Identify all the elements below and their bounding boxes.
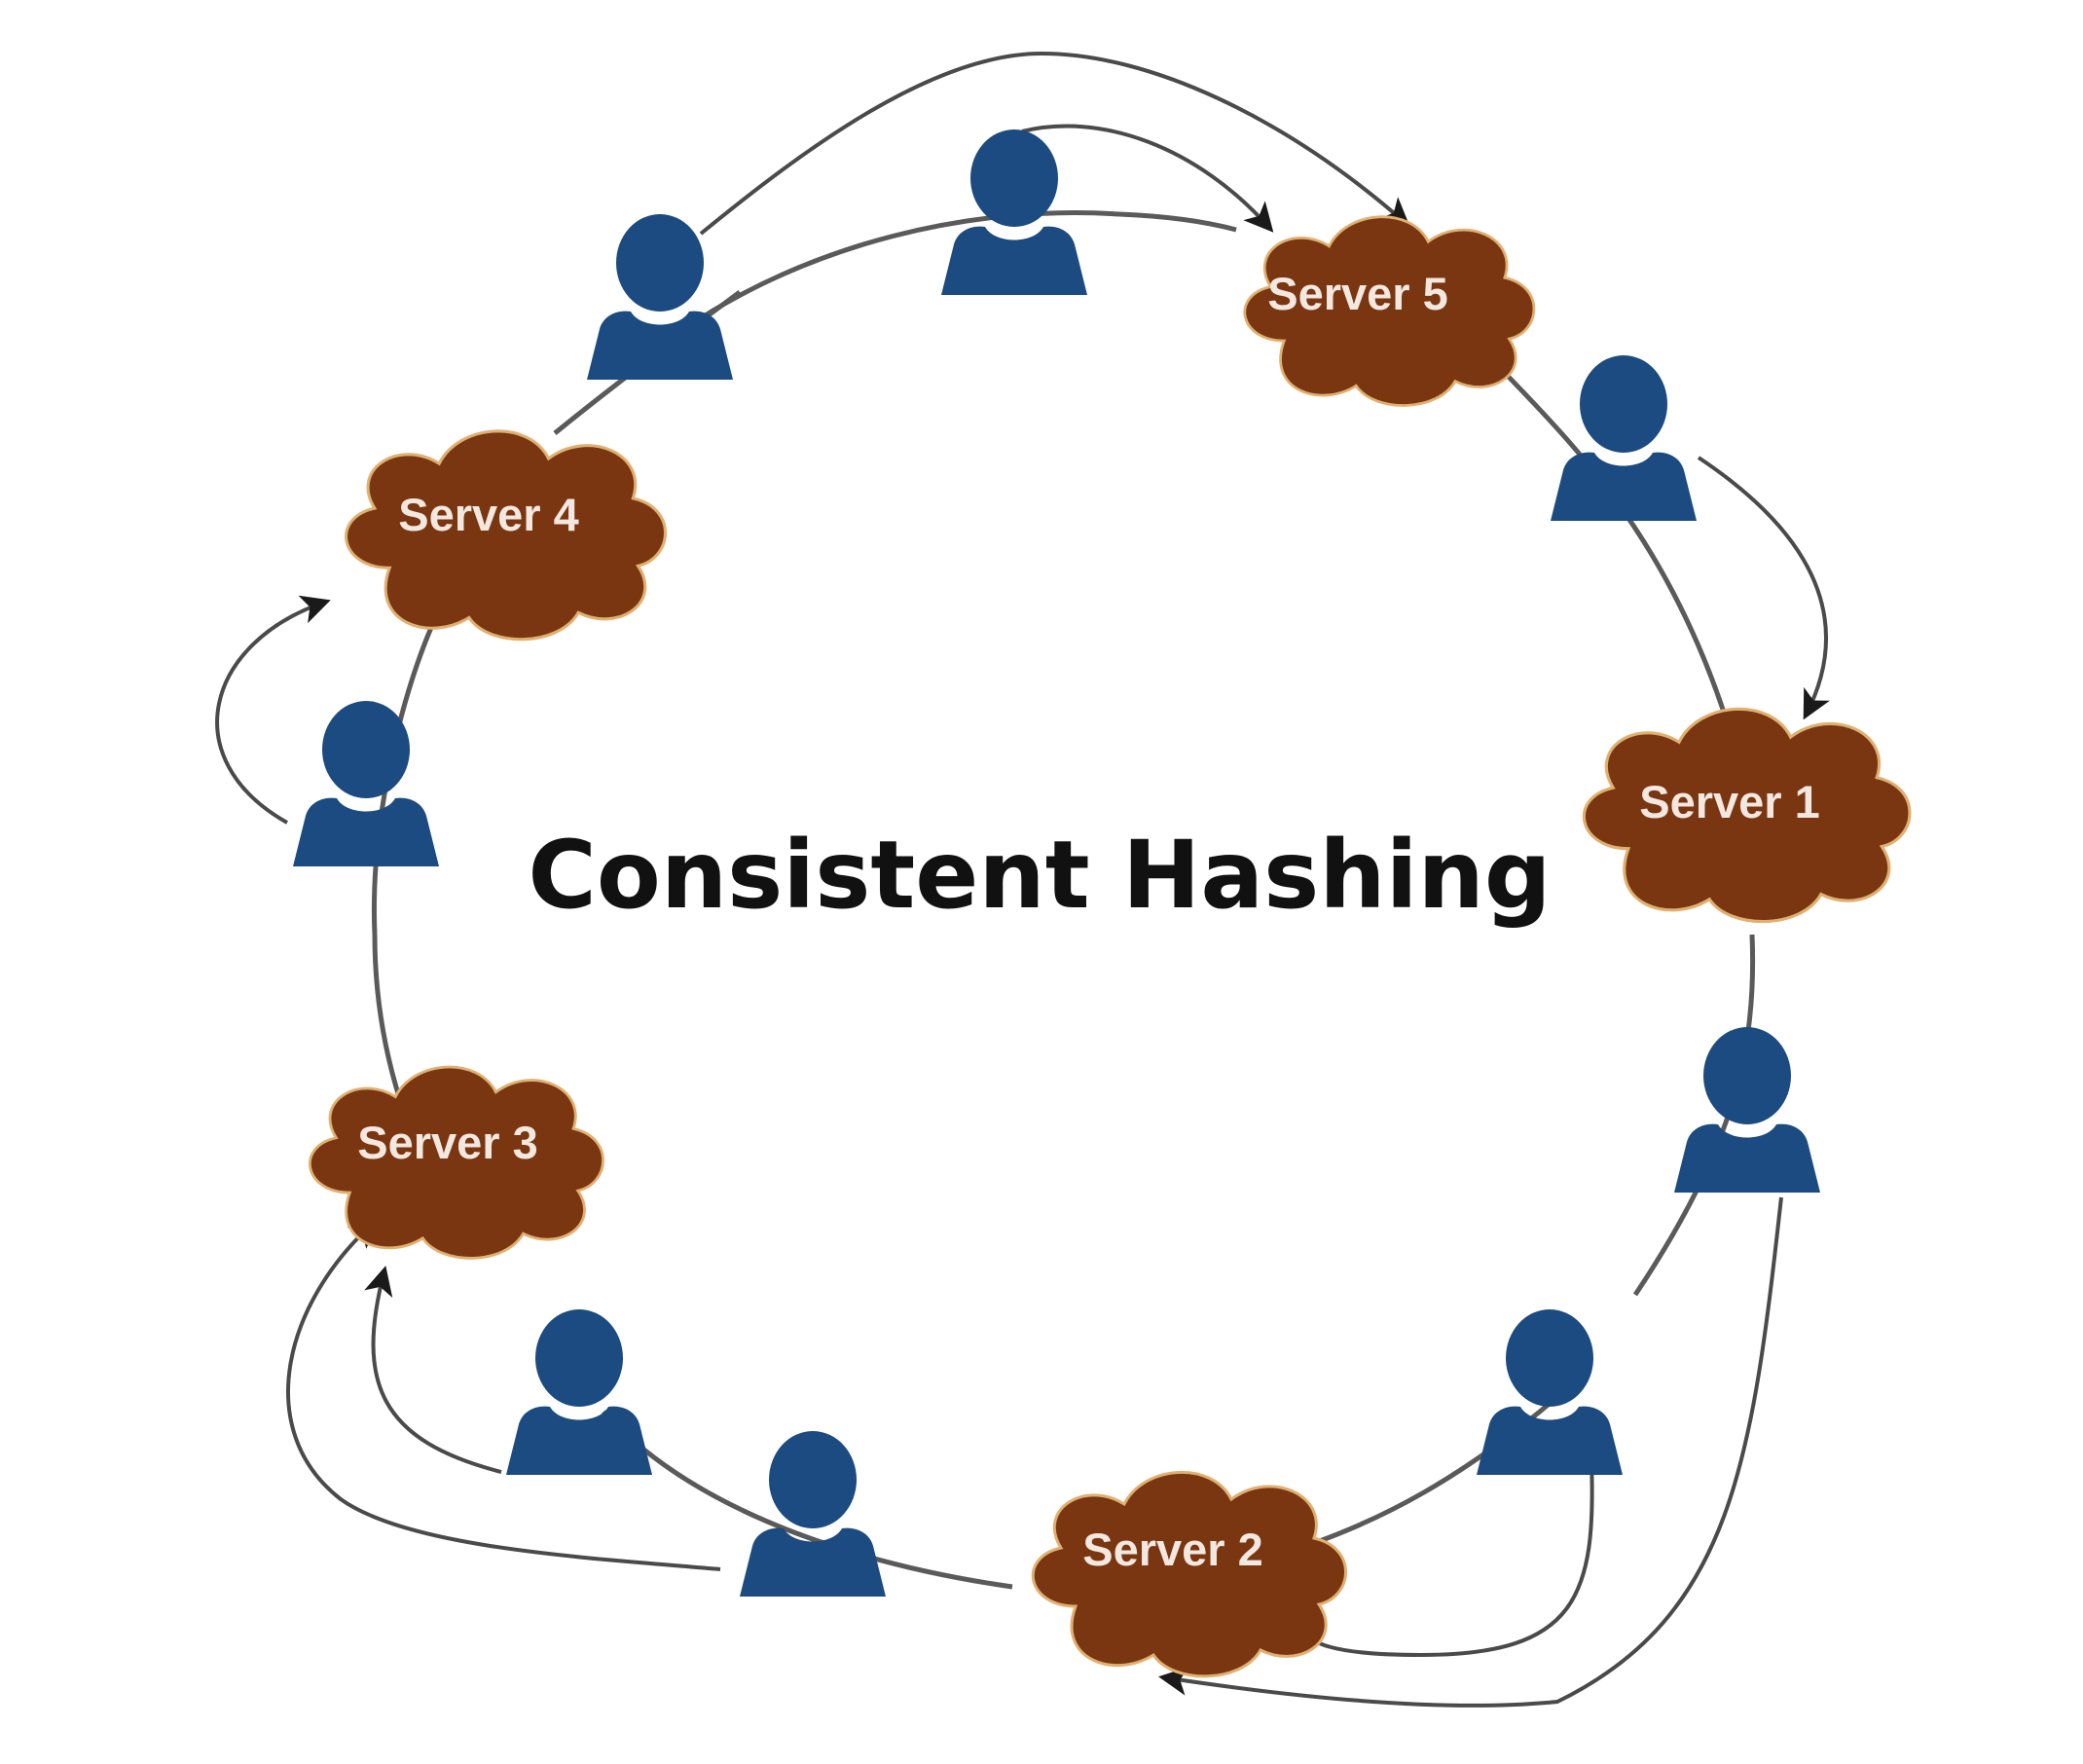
server-4: Server 4: [344, 429, 668, 642]
server-3: Server 3: [308, 1065, 605, 1261]
server-2: Server 2: [1031, 1470, 1348, 1678]
user-icon: [1674, 1027, 1820, 1193]
user-icon: [293, 701, 439, 866]
user-icon: [740, 1431, 886, 1597]
mapping-arrows: [215, 51, 1830, 1708]
diagram-title: Consistent Hashing: [528, 821, 1551, 930]
server-1: Server 1: [1582, 707, 1912, 924]
user-icon: [1477, 1309, 1623, 1475]
server-5-label: Server 5: [1267, 268, 1448, 319]
server-2-label: Server 2: [1082, 1524, 1263, 1575]
server-5: Server 5: [1243, 215, 1536, 408]
server-3-label: Server 3: [357, 1117, 538, 1168]
user-icon: [587, 214, 733, 380]
user-icon: [1551, 355, 1697, 521]
server-1-label: Server 1: [1639, 776, 1820, 827]
server-4-label: Server 4: [398, 489, 579, 540]
user-icon: [506, 1309, 652, 1475]
